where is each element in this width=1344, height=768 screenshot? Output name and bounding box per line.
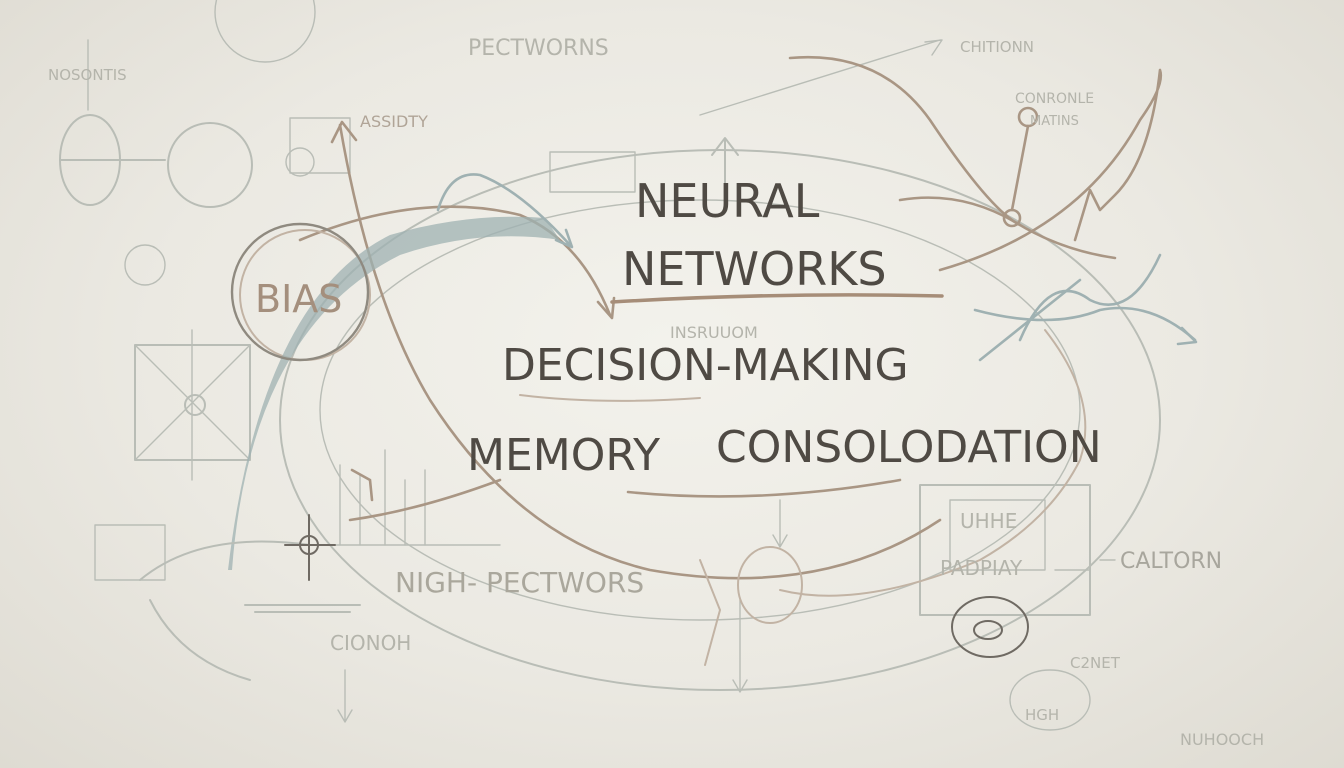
- bottom-right-node: [1009, 669, 1091, 731]
- blue-stroke: [978, 278, 1082, 362]
- scribble-mid-faint: INSRUUOM: [670, 323, 758, 342]
- down-arrow: [772, 499, 788, 548]
- crosshair-lines: [284, 514, 336, 581]
- scribble-caltorn: CALTORN: [1120, 549, 1222, 574]
- scribble-canet: C2NET: [1070, 654, 1121, 672]
- small-box: [94, 524, 166, 581]
- right-box: [919, 484, 1091, 616]
- arrow-head: [350, 468, 374, 502]
- bottom-node-oval: [737, 546, 803, 624]
- left-lower-curve: [149, 599, 251, 681]
- scribble-underline: [519, 394, 701, 402]
- brown-sketch-strokes: [239, 55, 1163, 666]
- scribble-right-box-2: PADPIAY: [940, 556, 1023, 580]
- background-sketch-lines: [59, 0, 1161, 731]
- small-box: [289, 117, 351, 174]
- tick-lines: [339, 449, 426, 546]
- diagonal-arrow: [699, 39, 943, 116]
- scribble-right-box-1: UHHE: [960, 509, 1017, 533]
- scribble-top-right: CHITIONN: [960, 38, 1034, 56]
- scribble-right-upper-2: MATINS: [1030, 114, 1079, 129]
- bias-label: BIAS: [255, 277, 342, 321]
- crosshair-circle: [299, 535, 319, 555]
- main-headings: NEURAL NETWORKS DECISION-MAKING MEMORY C…: [467, 174, 1102, 481]
- heading-neural: NEURAL: [635, 174, 820, 228]
- right-inner-box: [949, 499, 1046, 571]
- bias-circle: [230, 222, 370, 362]
- elbow-line: [1054, 569, 1091, 611]
- brush-stroke: [228, 216, 560, 571]
- down-arrow: [732, 599, 748, 693]
- pivot-link: [1010, 124, 1030, 212]
- inner-orbit-ellipse: [319, 199, 1081, 621]
- target-inner: [973, 620, 1003, 640]
- wing-curve: [898, 196, 1117, 260]
- scribble-hgh: HGH: [1025, 706, 1059, 724]
- networks-underline: [610, 293, 944, 304]
- down-arrow: [337, 669, 353, 723]
- top-right-curve: [788, 55, 1022, 227]
- scribble-top-center: PECTWORNS: [468, 36, 609, 61]
- box-cross-lines: [134, 329, 251, 481]
- arrow-head: [596, 296, 616, 320]
- scribble-cionoh: CIONOH: [330, 631, 411, 655]
- heading-decision-making: DECISION-MAKING: [502, 340, 909, 391]
- arrow-head: [1176, 326, 1198, 346]
- scribble-assidty: ASSIDTY: [360, 112, 428, 131]
- target-node: [951, 596, 1029, 658]
- node-circle-left: [167, 122, 253, 208]
- box-center-node: [184, 394, 206, 416]
- heading-networks: NETWORKS: [622, 242, 887, 296]
- scribble-nuhooch: NUHOOCH: [1180, 730, 1264, 749]
- blue-wave: [973, 306, 1197, 342]
- right-loop-curve: [779, 329, 1087, 597]
- scribble-labels: NOSONTIS PECTWORNS ASSIDTY CHITIONN CONR…: [48, 36, 1264, 749]
- underline-memory: [626, 478, 902, 498]
- left-arrow-curve: [139, 540, 311, 581]
- arrow-head: [554, 228, 574, 249]
- blue-sketch-strokes: [139, 173, 1198, 681]
- crosshair-node: [284, 514, 336, 581]
- target-outer: [951, 596, 1029, 658]
- scribble-right-upper-1: CONRONLE: [1015, 91, 1094, 107]
- node-circle-small: [124, 244, 166, 286]
- small-box: [549, 151, 636, 193]
- heading-memory: MEMORY: [467, 430, 660, 481]
- curved-arrow-bias: [298, 205, 612, 317]
- blue-arrow-top: [436, 173, 572, 247]
- node-circle-top: [214, 0, 316, 63]
- spike-curve: [938, 68, 1163, 272]
- up-arrow-top: [711, 137, 739, 196]
- arrow-head: [330, 120, 358, 144]
- zigzag-line: [699, 559, 722, 666]
- short-curve: [348, 478, 502, 522]
- large-orbit-ellipse: [279, 149, 1161, 691]
- small-node: [285, 147, 315, 177]
- long-curved-arrow: [338, 123, 942, 580]
- blue-wave: [1018, 253, 1162, 342]
- heading-consolidation: CONSOLODATION: [716, 422, 1102, 473]
- scribble-nigh-pectwors: NIGH- PECTWORS: [395, 566, 644, 599]
- scribble-top-left: NOSONTIS: [48, 66, 127, 84]
- underline-strokes: [244, 604, 361, 613]
